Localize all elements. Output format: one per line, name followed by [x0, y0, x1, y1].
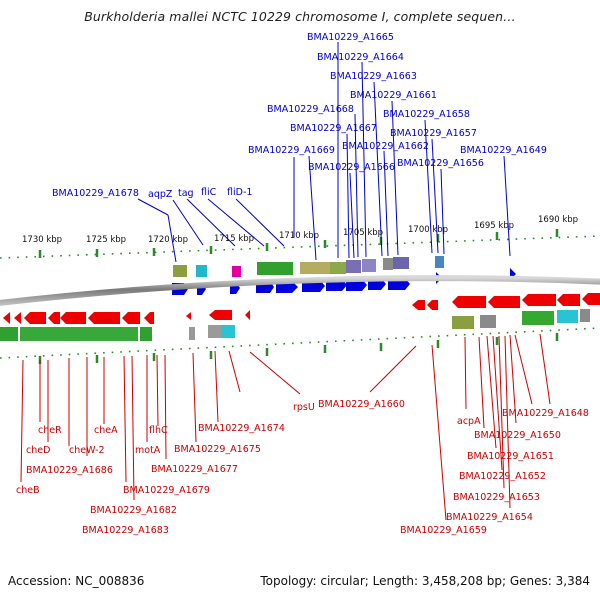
reverse-feature-boxes	[0, 309, 590, 341]
axis-tick-label: 1690 kbp	[538, 215, 578, 225]
gene-label: fliC	[201, 187, 217, 198]
map-title: Burkholderia mallei NCTC 10229 chromosom…	[84, 9, 516, 24]
gene-label: aqpZ	[148, 189, 173, 200]
axis-tick-labels: 1730 kbp 1725 kbp 1720 kbp 1715 kbp 1710…	[22, 215, 578, 245]
gene-label: flhC	[149, 425, 168, 436]
gene-label: BMA10229_A1682	[90, 505, 177, 516]
reverse-labels: rpsU BMA10229_A1660 BMA10229_A1674 cheR …	[16, 399, 589, 536]
genome-stats-text: Topology: circular; Length: 3,458,208 bp…	[260, 574, 590, 588]
gene-label: tag	[178, 188, 194, 199]
gene-label: BMA10229_A1674	[198, 423, 285, 434]
gene-label: BMA10229_A1663	[330, 71, 417, 82]
gene-label: cheA	[94, 425, 118, 436]
gene-label: fliD-1	[227, 187, 252, 198]
gene-label: BMA10229_A1658	[383, 109, 470, 120]
gene-label: BMA10229_A1664	[317, 52, 404, 63]
forward-dotted-guide	[0, 235, 600, 259]
axis-tick-label: 1715 kbp	[214, 234, 254, 244]
gene-label: BMA10229_A1686	[26, 465, 113, 476]
forward-labels: BMA10229_A1665 BMA10229_A1664 BMA10229_A…	[52, 32, 547, 200]
gene-label: BMA10229_A1678	[52, 188, 139, 199]
gene-label: BMA10229_A1651	[467, 451, 554, 462]
gene-label: BMA10229_A1668	[267, 104, 354, 115]
gene-label: BMA10229_A1677	[151, 464, 238, 475]
gene-label: BMA10229_A1661	[350, 90, 437, 101]
axis-tick-label: 1725 kbp	[86, 235, 126, 245]
gene-label: BMA10229_A1659	[400, 525, 487, 536]
axis-tick-label: 1720 kbp	[148, 235, 188, 245]
gene-label: motA	[135, 445, 161, 456]
gene-label: BMA10229_A1679	[123, 485, 210, 496]
axis-tick-label: 1705 kbp	[343, 228, 383, 238]
gene-label: cheR	[38, 425, 62, 436]
axis-tick-label: 1730 kbp	[22, 235, 62, 245]
accession-text: Accession: NC_008836	[8, 574, 145, 588]
gene-label: BMA10229_A1667	[290, 123, 377, 134]
reverse-leader-lines	[20, 333, 551, 521]
gene-label: BMA10229_A1666	[308, 162, 395, 173]
reverse-genes	[3, 293, 600, 324]
gene-label: cheB	[16, 485, 40, 496]
gene-label: cheW-2	[69, 445, 105, 456]
axis-tick-label: 1695 kbp	[474, 221, 514, 231]
gene-label: BMA10229_A1650	[474, 430, 561, 441]
gene-label: acpA	[457, 416, 481, 427]
gene-label: BMA10229_A1653	[453, 492, 540, 503]
gene-label: BMA10229_A1660	[318, 399, 405, 410]
genome-backbone	[0, 275, 600, 306]
gene-label: BMA10229_A1665	[307, 32, 394, 43]
gene-label: rpsU	[293, 402, 315, 413]
axis-tick-label: 1710 kbp	[279, 231, 319, 241]
axis-tick-label: 1700 kbp	[408, 225, 448, 235]
gene-label: BMA10229_A1669	[248, 145, 335, 156]
gene-label: BMA10229_A1656	[397, 158, 484, 169]
gene-label: BMA10229_A1652	[459, 471, 546, 482]
gene-label: BMA10229_A1675	[174, 444, 261, 455]
forward-feature-boxes	[173, 256, 444, 277]
gene-label: cheD	[26, 445, 50, 456]
gene-label: BMA10229_A1683	[82, 525, 169, 536]
gene-label: BMA10229_A1648	[502, 408, 589, 419]
gene-label: BMA10229_A1662	[342, 141, 429, 152]
gene-label: BMA10229_A1649	[460, 145, 547, 156]
forward-leader-lines	[137, 42, 511, 263]
gene-label: BMA10229_A1657	[390, 128, 477, 139]
gene-label: BMA10229_A1654	[446, 512, 533, 523]
